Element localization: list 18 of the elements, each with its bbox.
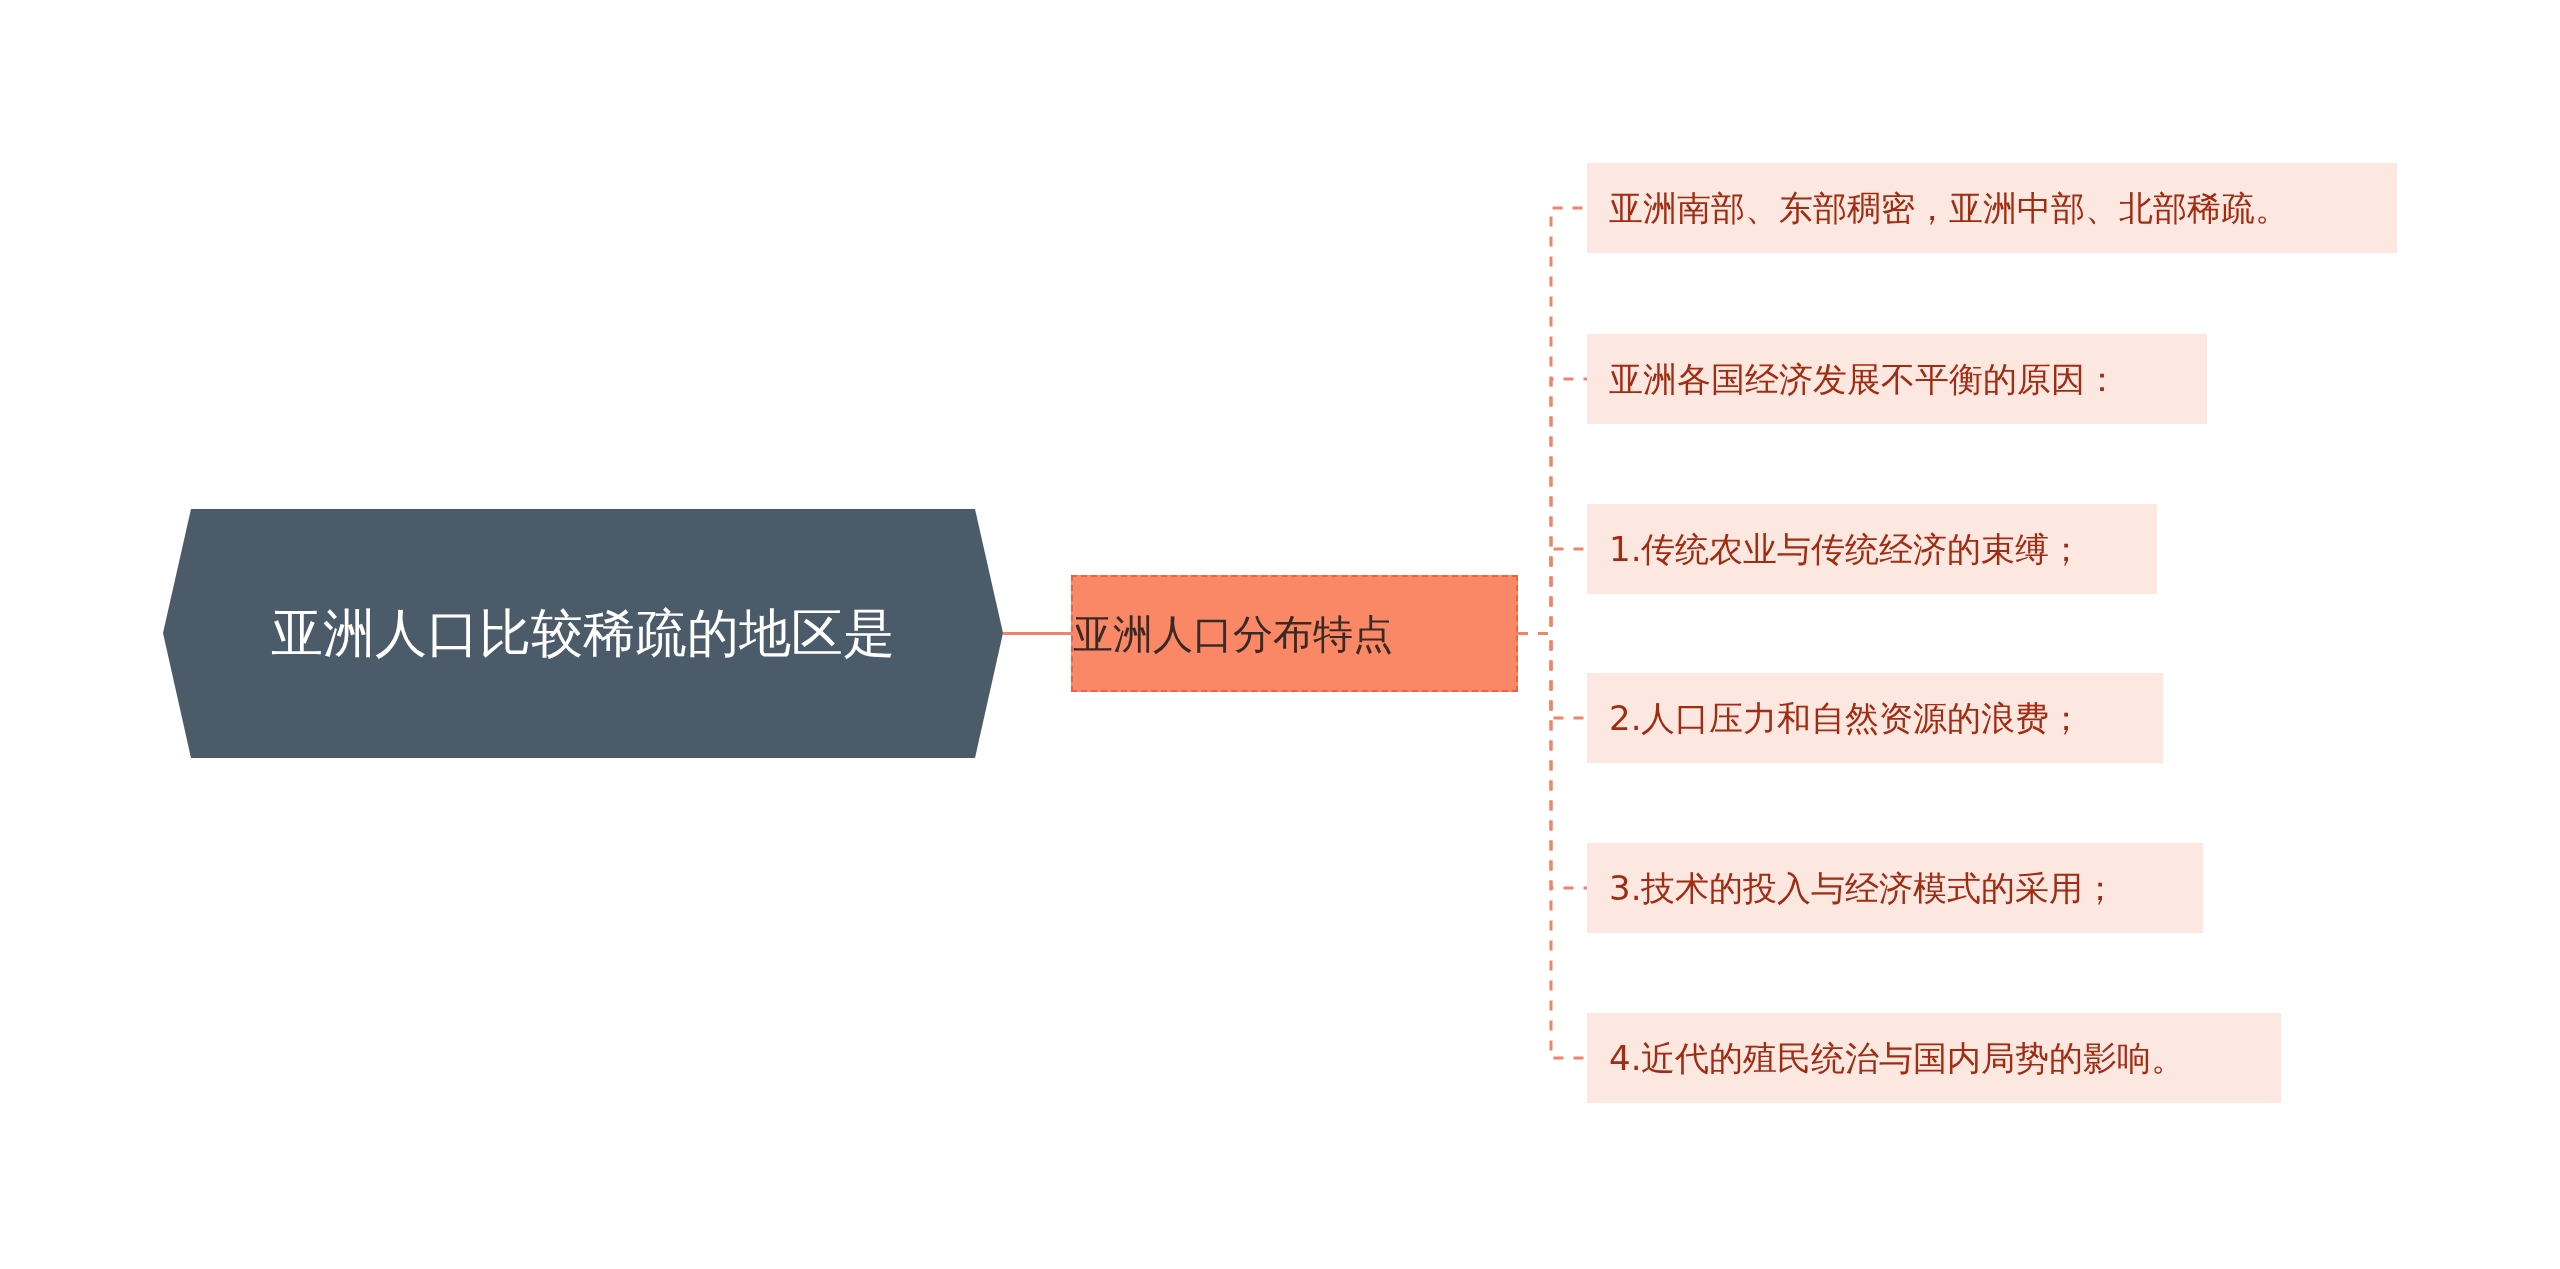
node-text: 1.传统农业与传统经济的束缚； xyxy=(1609,527,2085,571)
item-box xyxy=(1587,334,2207,424)
item-box xyxy=(1587,1013,2281,1103)
connector-line xyxy=(1003,632,1071,635)
node-text: 亚洲人口比较稀疏的地区是 xyxy=(270,602,896,666)
node-text: 3.技术的投入与经济模式的采用； xyxy=(1609,866,2119,910)
topic-hexagon xyxy=(163,509,1003,758)
node-text: 亚洲人口分布特点 xyxy=(1073,609,1394,659)
item-box xyxy=(1587,843,2203,933)
node-text: 4.近代的殖民统治与国内局势的影响。 xyxy=(1609,1036,2187,1080)
item-box xyxy=(1587,673,2163,763)
item-box xyxy=(1587,504,2157,594)
node-text: 亚洲南部、东部稠密，亚洲中部、北部稀疏。 xyxy=(1609,186,2290,230)
connector-line xyxy=(1518,632,1587,1060)
topic-box xyxy=(1071,575,1518,692)
item-box xyxy=(1587,163,2397,253)
node-text: 2.人口压力和自然资源的浪费； xyxy=(1609,696,2085,740)
node-text: 亚洲各国经济发展不平衡的原因： xyxy=(1609,357,2120,401)
